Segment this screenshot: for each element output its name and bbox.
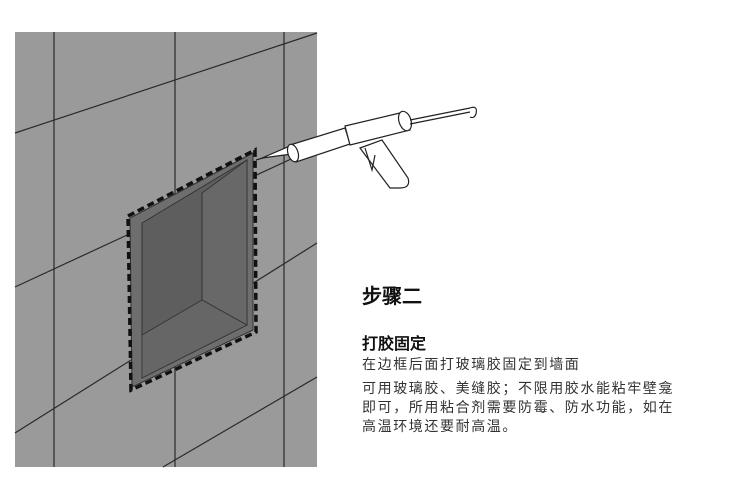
note-line: 即可，所用粘合剂需要防霉、防水功能，如在 [362, 400, 674, 416]
step-title: 步骤二 [362, 284, 422, 308]
note-line: 可用玻璃胶、美缝胶；不限用胶水能粘牢壁龛 [362, 381, 674, 397]
sealant-bead [126, 147, 258, 393]
caulking-gun-icon [255, 106, 477, 189]
shower-niche [126, 147, 258, 393]
step-notes: 可用玻璃胶、美缝胶；不限用胶水能粘牢壁龛 即可，所用粘合剂需要防霉、防水功能，如… [362, 380, 674, 437]
note-line: 高温环境还要耐高温。 [362, 419, 518, 435]
step-description: 在边框后面打玻璃胶固定到墙面 [362, 357, 581, 373]
step-subtitle: 打胶固定 [362, 334, 427, 353]
